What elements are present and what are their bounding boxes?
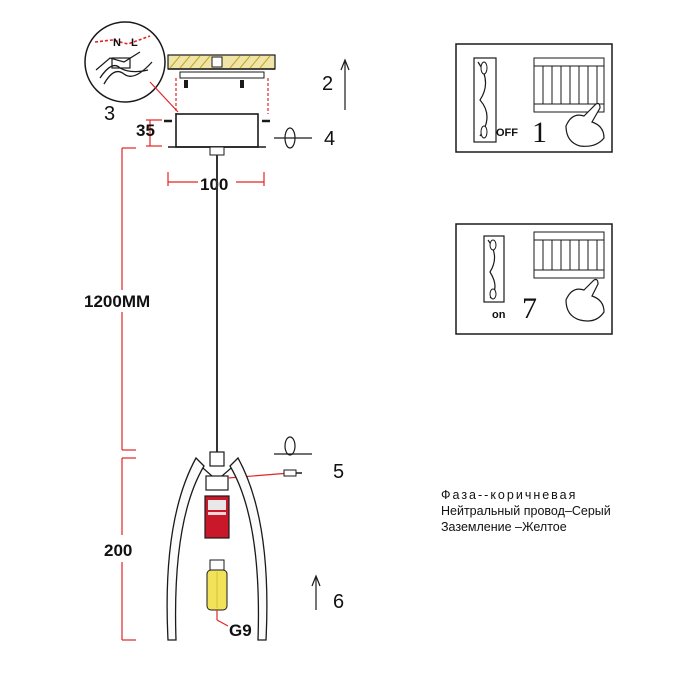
dim-cord-group: 1200MM — [84, 147, 150, 451]
callout-2: 2 — [322, 73, 333, 95]
bulb-socket — [204, 495, 230, 539]
wiring-legend: Фаза--коричневая Нейтральный провод–Серы… — [441, 488, 611, 534]
dim-35: 35 — [136, 121, 155, 140]
legend-neutral: Нейтральный провод–Серый — [441, 504, 611, 518]
wire-l-label: L — [131, 37, 138, 49]
wiring-detail: N L 3 — [84, 21, 179, 125]
screw-icon — [283, 469, 297, 477]
legend-ground: Заземление –Желтое — [441, 520, 567, 534]
switch-label-on: on — [492, 309, 506, 321]
ceiling-plate — [167, 54, 276, 88]
rotate-icon — [284, 436, 296, 456]
callout-4-group: 4 — [274, 127, 335, 150]
rotate-icon — [284, 127, 296, 149]
callout-6: 6 — [333, 591, 344, 613]
callout-3: 3 — [104, 103, 115, 125]
breaker-bank-icon — [533, 231, 605, 279]
canopy — [164, 113, 270, 156]
step-number-7: 7 — [522, 292, 537, 325]
step-panel-on: on 7 — [455, 223, 613, 335]
wire-n-label: N — [113, 37, 121, 49]
dim-100: 100 — [200, 175, 228, 194]
breaker-switch-icon — [473, 57, 497, 143]
dim-cord-length: 1200MM — [84, 292, 150, 311]
callout-4: 4 — [324, 128, 335, 150]
breaker-switch-icon — [483, 235, 505, 303]
breaker-bank-icon — [533, 57, 605, 113]
hand-icon — [565, 278, 605, 322]
dim-shade-group: 200 — [104, 457, 136, 641]
dim-35-group: 35 — [136, 119, 162, 147]
lamp-head — [166, 451, 291, 641]
hand-icon — [565, 102, 605, 147]
callout-2-group: 2 — [322, 58, 350, 110]
step-panel-off: OFF 1 — [455, 43, 613, 153]
callout-6-group: 6 — [311, 574, 344, 613]
mounting-guides — [175, 78, 269, 114]
dim-shade-height: 200 — [104, 541, 132, 560]
dim-100-group: 100 — [167, 172, 265, 194]
step-number-1: 1 — [532, 116, 547, 149]
switch-label-off: OFF — [496, 127, 518, 139]
bulb-type-label: G9 — [229, 621, 252, 640]
callout-5-group: 5 — [274, 436, 344, 483]
callout-5: 5 — [333, 461, 344, 483]
legend-phase: Фаза--коричневая — [441, 488, 577, 502]
g9-bulb: G9 — [206, 559, 252, 640]
